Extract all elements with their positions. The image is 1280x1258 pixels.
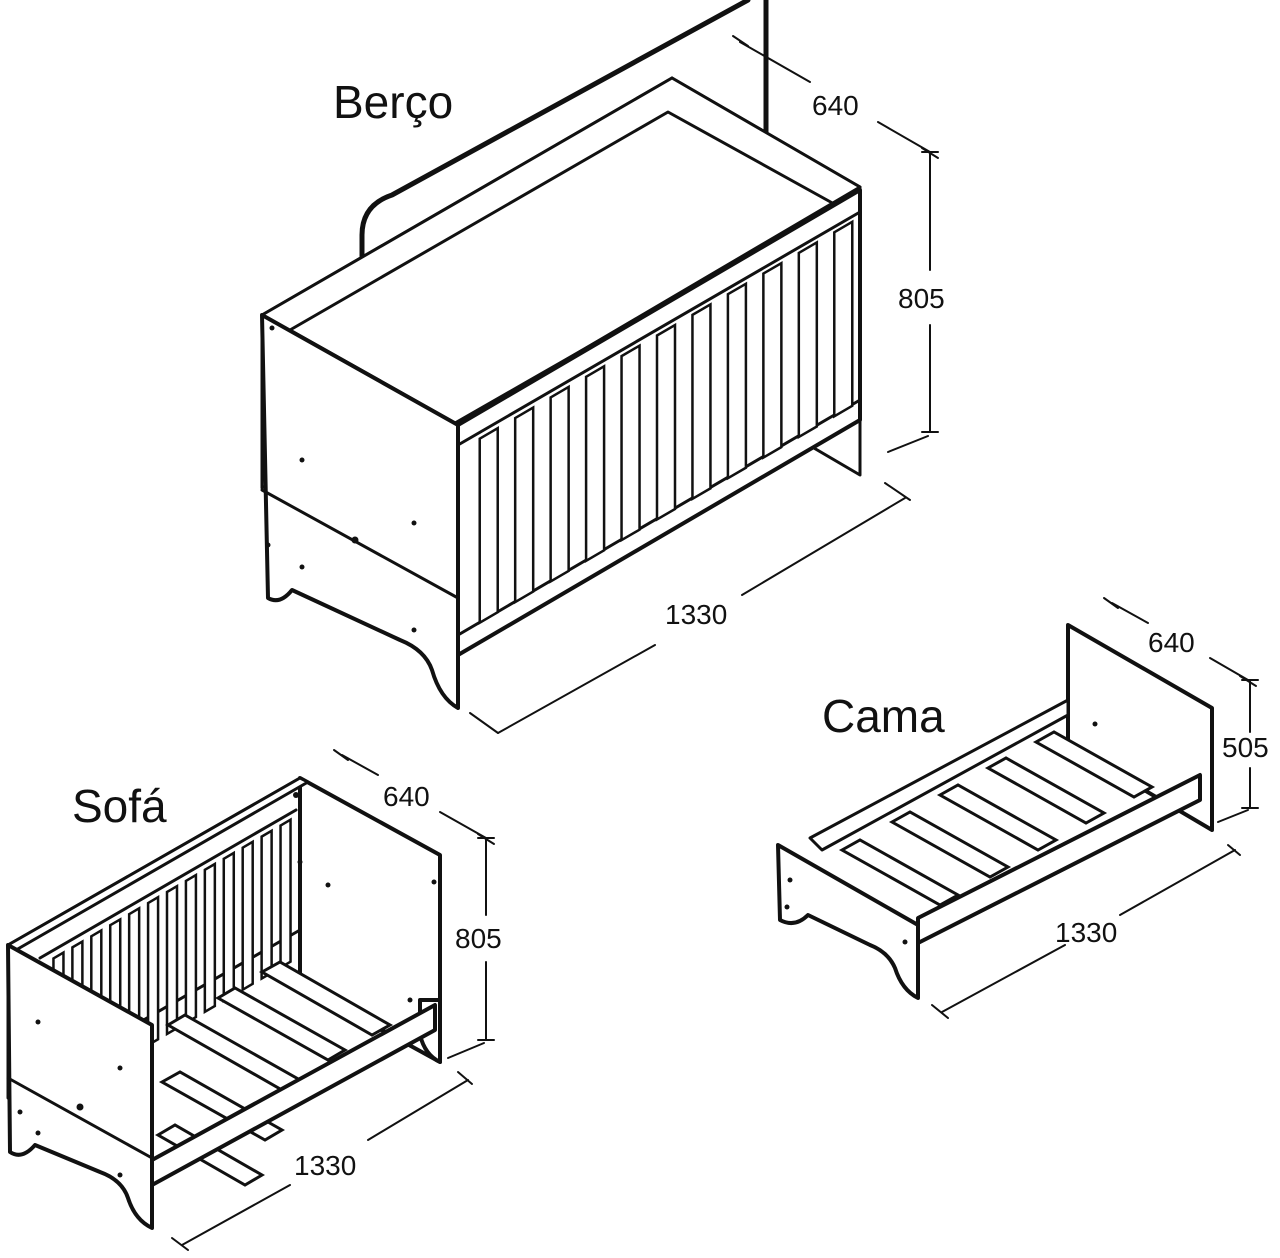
crib-depth-label: 640	[812, 90, 859, 121]
sofa-back-slat	[203, 861, 217, 1015]
crib-front-slat	[478, 426, 499, 625]
bed-dimension-length	[931, 844, 1241, 1019]
crib-drawing: Berço 640 805 1330	[260, 0, 945, 734]
crib-title: Berço	[333, 76, 453, 128]
crib-front-slat	[549, 384, 570, 584]
crib-front-slats	[478, 219, 854, 625]
sofa-back-slat	[241, 839, 254, 992]
crib-front-slat	[726, 281, 748, 481]
sofa-drawing: Sofá 640 805 1330	[6, 749, 502, 1251]
bed-dimension-height	[1217, 679, 1259, 823]
sofa-dimension-height	[447, 837, 495, 1059]
sofa-back-slat	[165, 883, 179, 1037]
bed-length-label: 1330	[1055, 917, 1117, 948]
crib-length-label: 1330	[665, 599, 727, 630]
bed-slat	[838, 838, 962, 907]
crib-left-end-panel	[260, 313, 460, 710]
sofa-slat	[258, 960, 394, 1037]
crib-front-slat	[691, 302, 712, 502]
crib-front-slat	[584, 364, 606, 563]
bed-drawing: Cama 640 505 1330	[776, 597, 1269, 1019]
sofa-back-slat	[184, 872, 198, 1026]
crib-front-slat	[655, 322, 677, 522]
crib-front-slat	[620, 343, 641, 543]
sofa-back-slat	[146, 895, 160, 1048]
bed-slat	[936, 783, 1060, 852]
crib-front-slat	[762, 260, 783, 460]
sofa-height-label: 805	[455, 923, 502, 954]
bed-depth-label: 640	[1148, 627, 1195, 658]
sofa-title: Sofá	[72, 780, 167, 832]
bed-back-rail	[808, 698, 1070, 852]
sofa-left-end-panel	[6, 943, 154, 1230]
crib-dimension-height	[887, 151, 939, 453]
sofa-depth-label: 640	[383, 781, 430, 812]
crib-front-slat	[797, 240, 819, 440]
crib-front-slat	[833, 219, 854, 419]
bed-slat	[1032, 730, 1156, 799]
bed-slat	[888, 810, 1012, 879]
sofa-back-slat	[222, 850, 236, 1003]
crib-height-label: 805	[898, 283, 945, 314]
bed-slats	[838, 730, 1156, 907]
sofa-slat	[214, 986, 349, 1062]
sofa-back-slat	[279, 817, 292, 970]
crib-canopy-rod	[359, 0, 769, 378]
bed-slat	[984, 756, 1108, 825]
bed-height-label: 505	[1222, 732, 1269, 763]
crib-front-panel	[456, 188, 862, 657]
crib-dimension-length	[469, 482, 911, 734]
bed-foot-end	[776, 843, 920, 1000]
bed-title: Cama	[822, 690, 945, 742]
sofa-length-label: 1330	[294, 1150, 356, 1181]
sofa-back-slat	[260, 828, 273, 981]
sofa-dimension-length	[171, 1071, 473, 1251]
crib-front-slat	[513, 405, 535, 605]
